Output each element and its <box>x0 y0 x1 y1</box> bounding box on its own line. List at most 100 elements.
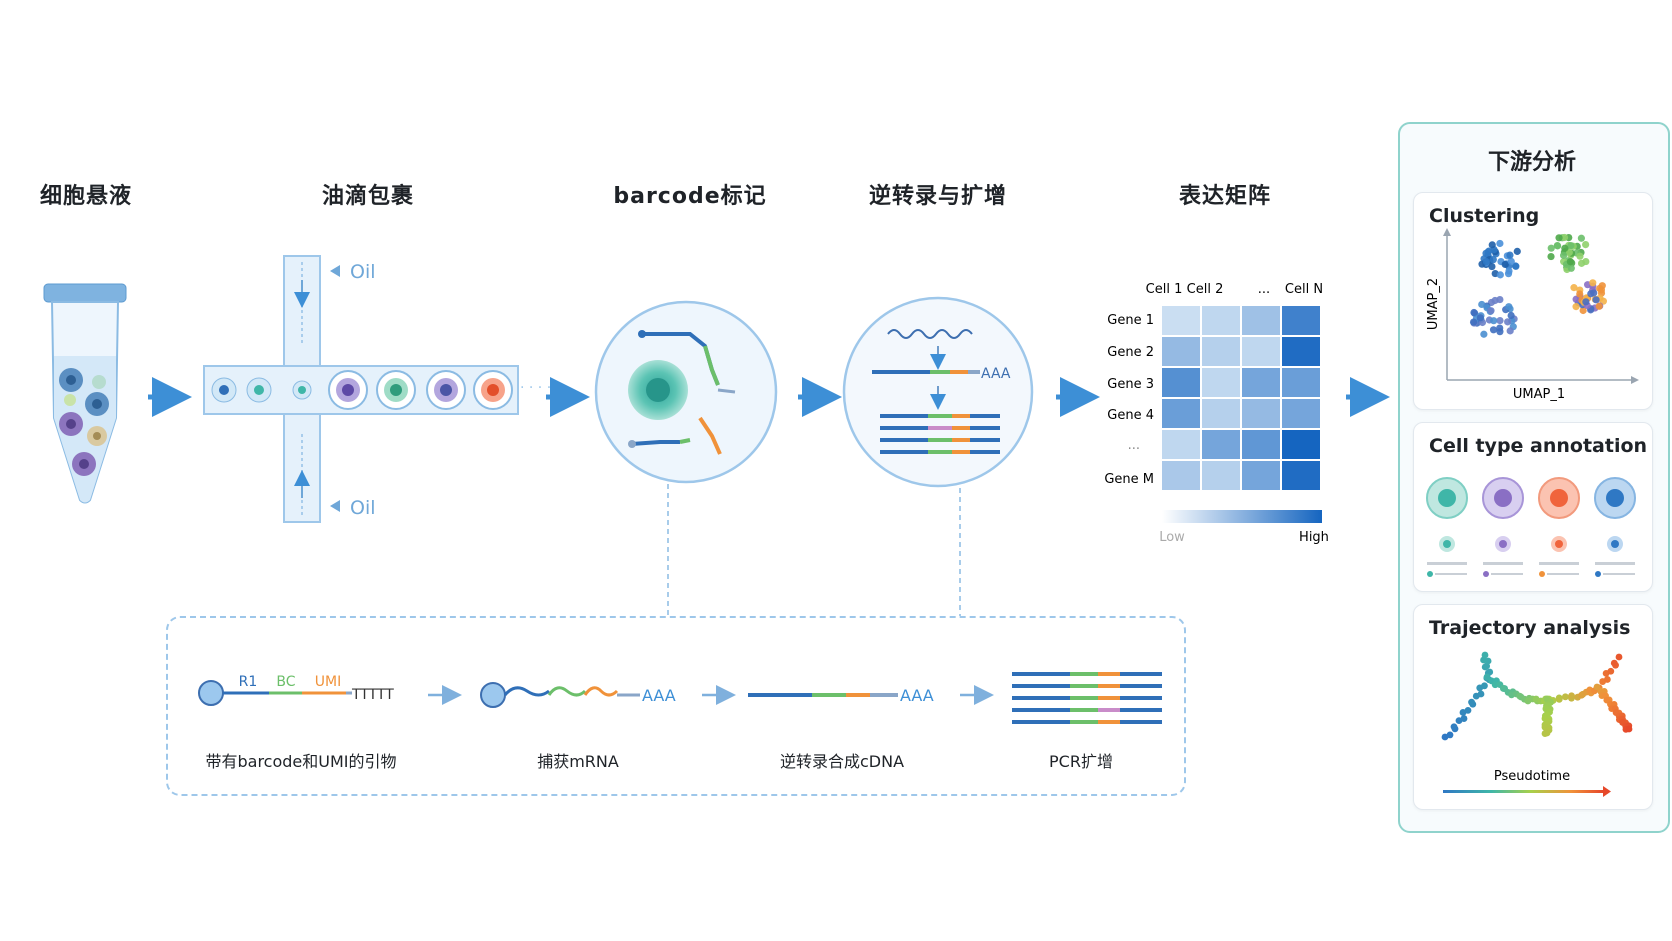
pseudotime-bar <box>1443 790 1603 793</box>
stage-title-expression-matrix: 表达矩阵 <box>1178 184 1272 209</box>
primer-bc: BC <box>276 674 295 690</box>
cell-type-teal <box>1426 477 1468 577</box>
umap-point <box>1567 241 1575 250</box>
matrix-cell <box>1202 337 1240 366</box>
umap-point <box>1490 317 1498 325</box>
step-label-cdna: 逆转录合成cDNA <box>779 752 905 771</box>
cell-type-purple <box>1482 477 1524 577</box>
trajectory-point <box>1499 685 1507 692</box>
workflow-diagram: Oil Oil · · · · <box>43 255 1390 616</box>
matrix-row-label: Gene M <box>1104 472 1154 487</box>
umap-point <box>1582 298 1590 306</box>
umap-point <box>1496 239 1504 248</box>
umap-point <box>1507 257 1515 266</box>
matrix-row-label: Gene 4 <box>1107 408 1154 423</box>
umap-point <box>1595 302 1603 310</box>
matrix-row-label: Gene 2 <box>1107 345 1154 360</box>
trajectory-point <box>1460 715 1468 722</box>
matrix-cell <box>1282 306 1320 335</box>
umap-point <box>1478 300 1486 309</box>
pcr-diagram <box>1012 672 1162 724</box>
umap-point <box>1505 303 1513 311</box>
matrix-legend-bar <box>1162 510 1322 523</box>
umap-point <box>1505 267 1513 275</box>
matrix-row-label: Gene 3 <box>1107 377 1154 392</box>
matrix-cell <box>1282 461 1320 490</box>
mrna-polya: AAA <box>642 686 676 705</box>
umap-ylabel: UMAP_2 <box>1426 278 1441 330</box>
stage-title-droplet: 油滴包裹 <box>321 184 415 209</box>
matrix-cell <box>1282 368 1320 397</box>
trajectory-point <box>1481 651 1489 659</box>
step-label-pcr: PCR扩增 <box>1049 752 1113 771</box>
matrix-legend-low: Low <box>1159 530 1185 545</box>
cdna-strands <box>880 414 1000 454</box>
umap-point <box>1501 260 1509 269</box>
trajectory-point <box>1568 692 1575 700</box>
matrix-cell <box>1242 430 1280 459</box>
primer-umi: UMI <box>315 674 341 690</box>
svg-text:· · · ·: · · · · <box>520 380 551 396</box>
umap-point <box>1507 311 1515 320</box>
matrix-cell <box>1242 399 1280 428</box>
umap-point <box>1561 244 1569 252</box>
matrix-cell <box>1162 368 1200 397</box>
oil-label-top: Oil <box>350 261 376 283</box>
umap-plot: UMAP_1 UMAP_2 <box>1426 228 1639 402</box>
umap-point <box>1487 307 1495 315</box>
umap-point <box>1587 290 1595 298</box>
downstream-title: 下游分析 <box>1487 150 1577 175</box>
microfluidic-chip: Oil Oil · · · · <box>203 255 551 523</box>
umap-point <box>1559 251 1568 259</box>
umap-point <box>1489 326 1498 334</box>
trajectory-title: Trajectory analysis <box>1429 617 1631 639</box>
umap-point <box>1489 256 1497 264</box>
trajectory-point <box>1561 693 1569 701</box>
trajectory-point <box>1446 731 1454 739</box>
matrix-col-label: Cell 2 <box>1187 282 1224 297</box>
umap-point <box>1572 303 1580 311</box>
bead-icon <box>198 680 224 706</box>
umap-point <box>1560 233 1569 242</box>
matrix-cell <box>1282 337 1320 366</box>
primer-polyt: TTTTT <box>351 687 394 703</box>
trajectory-point <box>1607 667 1615 675</box>
matrix-col-label: Cell 1 <box>1146 282 1183 297</box>
barcode-bead-circle <box>594 300 778 484</box>
matrix-cell <box>1162 399 1200 428</box>
umap-point <box>1482 258 1490 266</box>
umap-point <box>1496 271 1504 279</box>
trajectory-point <box>1603 676 1611 683</box>
trajectory-point <box>1543 729 1551 737</box>
step-label-primer: 带有barcode和UMI的引物 <box>205 752 397 771</box>
polya-label: AAA <box>981 366 1011 382</box>
umap-point <box>1579 306 1587 315</box>
umap-point <box>1547 252 1555 261</box>
matrix-row-label: ... <box>1128 438 1140 453</box>
reverse-transcription-circle: AAA <box>842 296 1034 488</box>
matrix-cell <box>1162 306 1200 335</box>
umap-point <box>1496 316 1504 325</box>
trajectory-point <box>1450 723 1458 731</box>
cell-type-icons <box>1426 477 1636 577</box>
trajectory-point <box>1468 698 1475 706</box>
umap-point <box>1577 259 1586 267</box>
cdna-diagram: AAA <box>748 686 934 705</box>
matrix-cell <box>1162 337 1200 366</box>
umap-point <box>1513 247 1521 255</box>
umap-point <box>1576 290 1584 298</box>
matrix-cell <box>1242 337 1280 366</box>
pseudotime-label: Pseudotime <box>1494 769 1570 784</box>
matrix-cell <box>1242 306 1280 335</box>
umap-point <box>1547 244 1555 252</box>
clustering-card <box>1413 192 1653 410</box>
captured-mrna-diagram: AAA <box>480 682 676 708</box>
matrix-col-label: Cell N <box>1285 282 1323 297</box>
umap-point <box>1506 251 1514 259</box>
matrix-cell <box>1202 368 1240 397</box>
matrix-cell <box>1202 461 1240 490</box>
umap-point <box>1488 262 1496 271</box>
umap-point <box>1496 328 1504 336</box>
clustering-title: Clustering <box>1429 205 1540 227</box>
umap-point <box>1570 284 1578 292</box>
